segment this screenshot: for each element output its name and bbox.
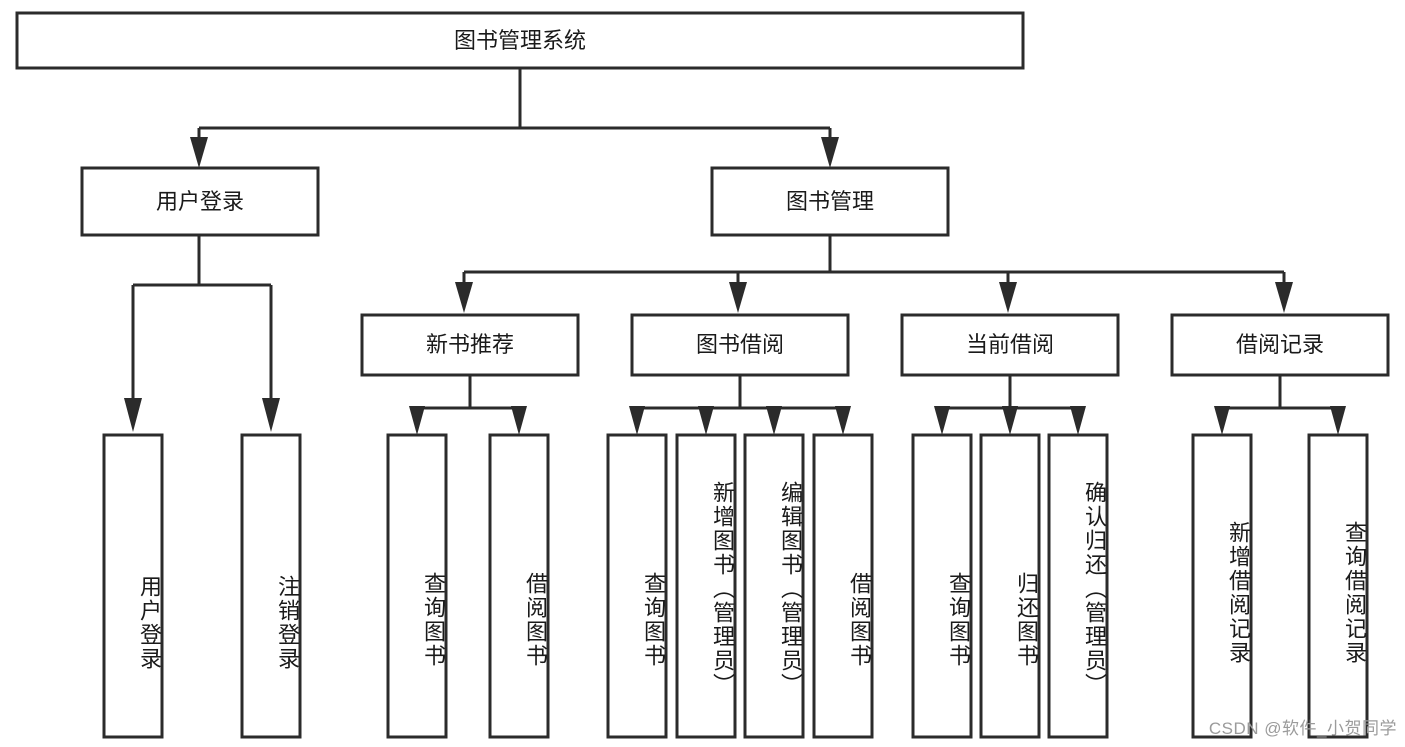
node-user-login[interactable]: 用户登录 [80, 166, 320, 237]
node-new-book-recommend[interactable]: 新书推荐 [360, 313, 580, 377]
arrow-head-nbr-leaf-2 [511, 406, 527, 435]
arrow-head-book-management [821, 137, 839, 168]
leaf-box-query-book-3[interactable] [911, 433, 973, 739]
arrow-head-leaf-logout [262, 398, 280, 432]
node-book-management-label: 图书管理 [786, 189, 874, 214]
leaf-box-confirm-return[interactable] [1047, 433, 1109, 739]
arrow-head-borrow-record [1275, 282, 1293, 313]
arrow-head-cb-leaf-1 [934, 406, 950, 435]
node-borrow-record[interactable]: 借阅记录 [1170, 313, 1390, 377]
arrow-head-book-borrow [729, 282, 747, 313]
node-book-management-box[interactable] [710, 166, 950, 237]
leaf-box-borrow-book-1[interactable] [488, 433, 550, 739]
leaf-box-logout[interactable] [240, 433, 302, 739]
leaf-box-query-book-2[interactable] [606, 433, 668, 739]
node-root-label: 图书管理系统 [454, 28, 586, 53]
node-book-borrow-box[interactable] [630, 313, 850, 377]
node-new-book-recommend-label: 新书推荐 [426, 332, 514, 357]
node-root-box[interactable] [15, 11, 1025, 70]
node-user-login-label: 用户登录 [156, 189, 244, 214]
arrow-head-br-leaf-2 [1330, 406, 1346, 435]
arrow-head-new-book-recommend [455, 282, 473, 313]
node-current-borrow-label: 当前借阅 [966, 332, 1054, 357]
leaf-box-query-record[interactable] [1307, 433, 1369, 739]
node-book-management[interactable]: 图书管理 [710, 166, 950, 237]
leaf-box-user-login[interactable] [102, 433, 164, 739]
arrow-head-cb-leaf-3 [1070, 406, 1086, 435]
connector-layer [124, 68, 1346, 435]
arrow-head-br-leaf-1 [1214, 406, 1230, 435]
arrow-head-current-borrow [999, 282, 1017, 313]
arrow-head-bb-leaf-1 [629, 406, 645, 435]
arrow-head-bb-leaf-3 [766, 406, 782, 435]
node-current-borrow-box[interactable] [900, 313, 1120, 377]
arrow-head-bb-leaf-2 [698, 406, 714, 435]
node-borrow-record-box[interactable] [1170, 313, 1390, 377]
leaf-box-edit-book[interactable] [743, 433, 805, 739]
arrow-head-nbr-leaf-1 [409, 406, 425, 435]
node-book-borrow-label: 图书借阅 [696, 332, 784, 357]
leaf-box-borrow-book-2[interactable] [812, 433, 874, 739]
node-borrow-record-label: 借阅记录 [1236, 332, 1324, 357]
node-layer: 图书管理系统 用户登录 图书管理 新书推荐 图书借阅 当前 [15, 11, 1390, 739]
leaf-box-return-book[interactable] [979, 433, 1041, 739]
leaf-box-add-book[interactable] [675, 433, 737, 739]
arrow-head-cb-leaf-2 [1002, 406, 1018, 435]
arrow-head-user-login [190, 137, 208, 168]
node-user-login-box[interactable] [80, 166, 320, 237]
arrow-head-bb-leaf-4 [835, 406, 851, 435]
node-root[interactable]: 图书管理系统 [15, 11, 1025, 70]
leaf-box-add-record[interactable] [1191, 433, 1253, 739]
node-book-borrow[interactable]: 图书借阅 [630, 313, 850, 377]
csdn-watermark: CSDN @软件_小贺同学 [1208, 719, 1397, 738]
arrow-head-leaf-user-login [124, 398, 142, 432]
node-new-book-recommend-box[interactable] [360, 313, 580, 377]
node-current-borrow[interactable]: 当前借阅 [900, 313, 1120, 377]
leaf-box-query-book-1[interactable] [386, 433, 448, 739]
